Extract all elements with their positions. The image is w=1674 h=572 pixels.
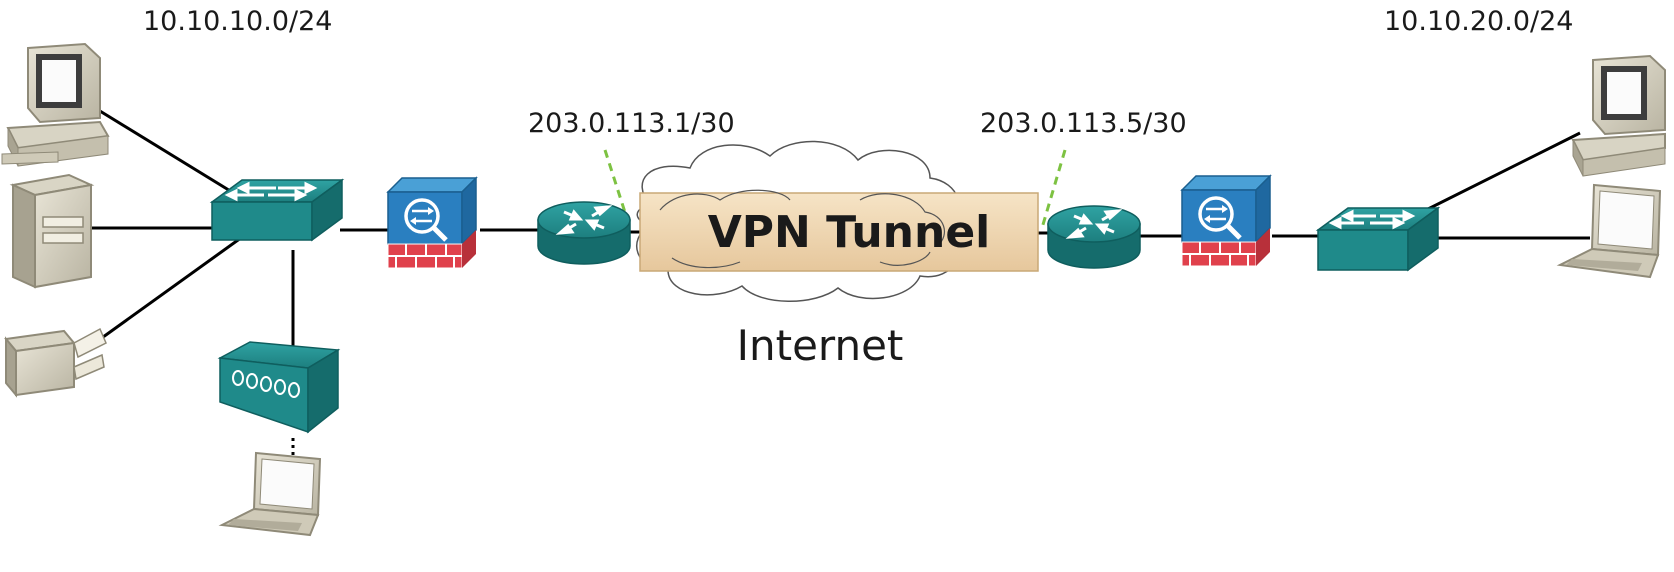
desktop-pc-icon [1571,54,1666,177]
wan-ip-right-label: 203.0.113.5/30 [980,108,1187,139]
workgroup-switch-icon [1315,206,1441,272]
link-switch-to-pc-right [1409,131,1581,220]
connections [82,106,1590,358]
subnet-right-label: 10.10.20.0/24 [1384,6,1573,37]
server-icon [9,173,95,289]
internet-label: Internet [737,321,904,370]
printer-icon [4,327,107,398]
router-icon [1047,205,1141,269]
vpn-tunnel [639,189,1039,272]
firewall-icon [386,176,478,269]
router-icon [537,201,631,265]
wireless-access-point-icon [217,341,341,434]
desktop-pc-icon [1,42,110,167]
wan-ip-left-label: 203.0.113.1/30 [528,108,735,139]
link-pc-to-switch-left [94,106,246,202]
link-printer-to-switch-left [84,233,246,352]
firewall-icon [1180,174,1272,267]
vpn-tunnel-label: VPN Tunnel [708,207,991,258]
laptop-icon [218,451,322,537]
laptop-icon [1556,183,1662,279]
subnet-left-label: 10.10.10.0/24 [143,6,332,37]
workgroup-switch-icon [209,178,345,242]
